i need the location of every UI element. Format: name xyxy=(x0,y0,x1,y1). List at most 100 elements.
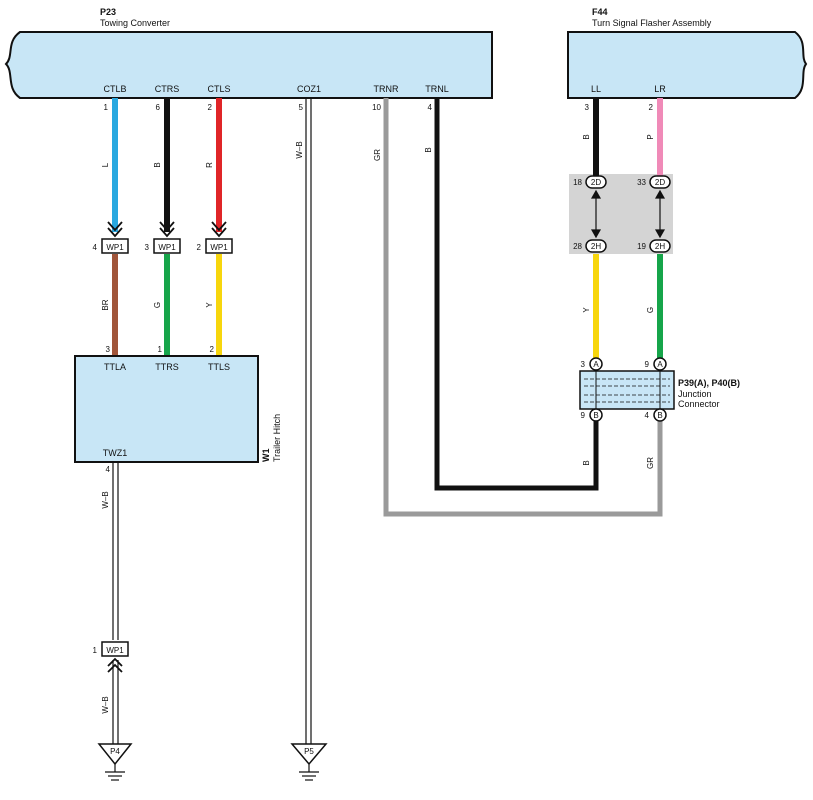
junction-pin-ll-bottom xyxy=(585,239,607,253)
wire-color-ground-p4: W–B xyxy=(101,696,110,713)
jc-code: A xyxy=(593,360,599,369)
wp1-label: WP1 xyxy=(158,243,176,252)
junction-code: 2H xyxy=(655,242,665,251)
connector-chevron-icon xyxy=(159,221,175,238)
wire-color-ttrs: G xyxy=(153,302,162,308)
terminal-trnr-label: TRNR xyxy=(374,84,399,94)
jc-code: B xyxy=(657,411,662,420)
terminal-ll-label: LL xyxy=(591,84,601,94)
wire-color-twz1: W–B xyxy=(101,491,110,508)
terminal-trnl-label: TRNL xyxy=(425,84,449,94)
wire-color-ctls: R xyxy=(205,162,214,168)
wire-color-ttla: BR xyxy=(101,299,110,310)
wire-color-lr-lower: G xyxy=(646,307,655,313)
junction-pin: 33 xyxy=(637,178,646,187)
wp1-connector-ttrs: WP1 3 xyxy=(145,221,181,254)
pin-ll: 3 xyxy=(585,103,590,112)
connector-chevron-icon xyxy=(107,221,123,238)
wp1-pin: 2 xyxy=(197,243,202,252)
internal-link-icon xyxy=(590,189,666,239)
ground-label: P4 xyxy=(110,747,120,756)
ground-icon xyxy=(105,764,125,781)
terminal-ctrs-label: CTRS xyxy=(155,84,180,94)
w1-name: Trailer Hitch xyxy=(272,414,282,462)
wire-color-ll: B xyxy=(582,134,591,139)
wire-twz1 xyxy=(112,462,119,744)
wire-color-ctlb: L xyxy=(101,162,110,167)
wp1-connector-ttla: WP1 4 xyxy=(93,221,129,254)
pin-ctlb: 1 xyxy=(104,103,109,112)
pin-ttls: 2 xyxy=(210,345,215,354)
p23-box xyxy=(4,31,493,99)
jc-pin: 9 xyxy=(581,411,586,420)
pin-coz1: 5 xyxy=(299,103,304,112)
w1-box xyxy=(74,355,259,463)
terminal-twz1-label: TWZ1 xyxy=(103,448,128,458)
junction-connector: A 3 A 9 B 9 B 4 P39(A), P40(B) Junction … xyxy=(579,357,740,422)
junction-pin-lr-top xyxy=(649,175,671,189)
wp1-label: WP1 xyxy=(106,243,124,252)
p23-name: Towing Converter xyxy=(100,18,170,28)
f44-code: F44 xyxy=(592,7,608,17)
jc-code: A xyxy=(657,360,663,369)
ground-p4: P4 xyxy=(97,743,133,781)
wp1-pin: 1 xyxy=(93,646,98,655)
junction-block: 2D 18 2D 33 2H 28 2H 19 xyxy=(573,175,671,253)
connector-chevron-icon xyxy=(107,657,123,673)
w1-code: W1 xyxy=(261,449,271,463)
terminal-ttls-label: TTLS xyxy=(208,362,230,372)
wp1-pin: 4 xyxy=(93,243,98,252)
junction-pin-ll-top xyxy=(585,175,607,189)
jc-pin: 4 xyxy=(645,411,650,420)
wire-color-ctrs: B xyxy=(153,162,162,167)
pin-twz1: 4 xyxy=(106,465,111,474)
junction-pin: 28 xyxy=(573,242,582,251)
jc-pin: 9 xyxy=(645,360,650,369)
junction-pin: 18 xyxy=(573,178,582,187)
jc-title: P39(A), P40(B) xyxy=(678,378,740,388)
connector-chevron-icon xyxy=(211,221,227,238)
wire-color-ll-lower: Y xyxy=(582,307,591,313)
wire-trnl xyxy=(434,98,599,491)
wire-color-trnl: B xyxy=(424,147,433,152)
pin-ttla: 3 xyxy=(106,345,111,354)
pin-trnr: 10 xyxy=(372,103,381,112)
ground-icon xyxy=(299,764,319,781)
pin-ttrs: 1 xyxy=(158,345,163,354)
ground-label: P5 xyxy=(304,747,314,756)
wire-coz1 xyxy=(305,98,312,744)
junction-code: 2D xyxy=(655,178,665,187)
junction-code: 2H xyxy=(591,242,601,251)
wire-color-ttls: Y xyxy=(205,302,214,308)
wp1-pin: 3 xyxy=(145,243,150,252)
jc-pin: 3 xyxy=(581,360,586,369)
jc-name-line2: Connector xyxy=(678,399,720,409)
pin-lr: 2 xyxy=(649,103,654,112)
junction-pin: 19 xyxy=(637,242,646,251)
wire-color-trnr: GR xyxy=(373,149,382,161)
terminal-ctls-label: CTLS xyxy=(207,84,230,94)
jc-name-line1: Junction xyxy=(678,389,712,399)
junction-pin-lr-bottom xyxy=(649,239,671,253)
p23-code: P23 xyxy=(100,7,116,17)
terminal-coz1-label: COZ1 xyxy=(297,84,321,94)
wire-trnr xyxy=(383,98,663,517)
wire-color-trnr-lower: GR xyxy=(646,457,655,469)
wire-color-lr: P xyxy=(646,134,655,139)
terminal-ttrs-label: TTRS xyxy=(155,362,179,372)
jc-code: B xyxy=(593,411,598,420)
terminal-lr-label: LR xyxy=(654,84,666,94)
wire-color-trnl-lower: B xyxy=(582,460,591,465)
wp1-connector-ttls: WP1 2 xyxy=(197,221,233,254)
pin-ctls: 2 xyxy=(208,103,213,112)
terminal-ttla-label: TTLA xyxy=(104,362,126,372)
f44-box xyxy=(567,31,808,99)
wp1-label: WP1 xyxy=(106,646,124,655)
junction-code: 2D xyxy=(591,178,601,187)
wire-color-coz1: W–B xyxy=(295,141,304,158)
wp1-label: WP1 xyxy=(210,243,228,252)
ground-p5: P5 xyxy=(290,743,328,781)
terminal-ctlb-label: CTLB xyxy=(103,84,126,94)
wp1-connector-twz1: WP1 1 xyxy=(93,641,129,673)
